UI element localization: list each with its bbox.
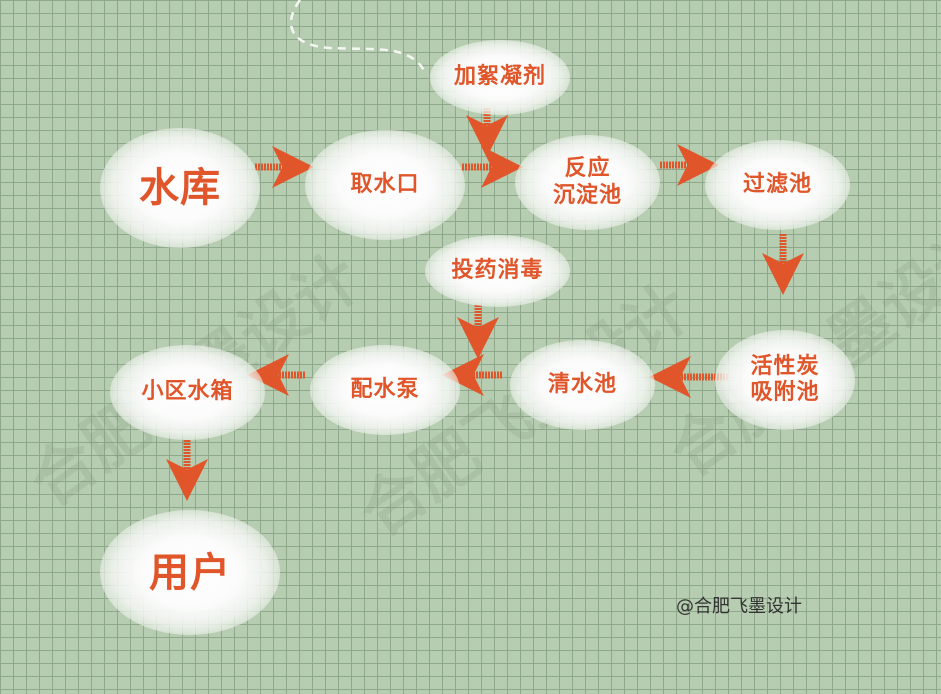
node-disinfection: 投药消毒 [425, 235, 570, 307]
node-user: 用户 [100, 510, 280, 635]
credit-text: @合肥飞墨设计 [676, 596, 802, 617]
node-coagulant: 加絮凝剂 [430, 40, 570, 115]
node-pump: 配水泵 [310, 345, 460, 435]
node-carbon: 活性炭 吸附池 [715, 330, 855, 430]
dashed-curve [289, 0, 427, 73]
node-sedimentation: 反应 沉淀池 [515, 135, 660, 230]
node-filter: 过滤池 [705, 140, 850, 230]
node-intake: 取水口 [305, 130, 465, 240]
node-tank: 小区水箱 [110, 345, 265, 440]
node-reservoir: 水库 [100, 128, 260, 248]
node-clear-water: 清水池 [510, 340, 655, 430]
